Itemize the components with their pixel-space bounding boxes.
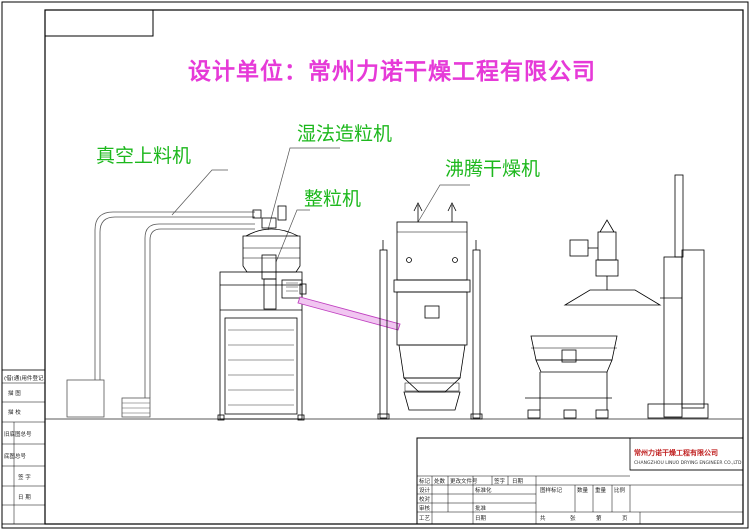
tb-weight: 重量 bbox=[595, 486, 607, 494]
vacuum-loader bbox=[66, 211, 255, 418]
side-row-base-no: 底图总号 bbox=[4, 452, 27, 460]
tb-stage-mark: 图样标记 bbox=[540, 486, 563, 494]
tb-page2: 页 bbox=[622, 515, 628, 522]
label-wet-granulator: 湿法造粒机 bbox=[297, 123, 392, 145]
side-registration-block: (借(通)用件登记 描 图 描 校 旧底图总号 底图总号 签 字 日 期 bbox=[1, 369, 46, 525]
transfer-duct bbox=[297, 296, 401, 331]
tb-std: 标准化 bbox=[475, 486, 492, 494]
label-fluid-bed-dryer: 沸腾干燥机 bbox=[445, 158, 540, 180]
label-vacuum-loader: 真空上料机 bbox=[96, 145, 191, 167]
title-block: 常州力诺干燥工程有限公司 CHANGZHOU LINUO DRYING ENGI… bbox=[416, 437, 744, 525]
tb-design: 设计 bbox=[419, 486, 431, 494]
side-row-trace-check: 描 校 bbox=[8, 408, 21, 416]
tb-process: 工艺 bbox=[419, 515, 431, 522]
tb-scale: 比例 bbox=[614, 486, 626, 494]
company-name-cn: 常州力诺干燥工程有限公司 bbox=[634, 448, 718, 457]
leader-vacuum-loader bbox=[171, 169, 228, 216]
tb-quantity: 数量 bbox=[577, 486, 589, 494]
fluid-bed-dryer bbox=[377, 202, 483, 420]
tb-page: 第 bbox=[596, 514, 602, 522]
leader-granulator bbox=[275, 209, 310, 263]
side-row-signature: 签 字 bbox=[18, 473, 31, 481]
tipper-mill bbox=[525, 174, 709, 419]
label-granulator: 整粒机 bbox=[304, 188, 361, 210]
tb-mark: 标记 bbox=[419, 477, 431, 485]
leader-dryer bbox=[417, 184, 470, 223]
tb-proofread: 校对 bbox=[419, 495, 431, 503]
tb-change-doc: 更改文件号 bbox=[450, 477, 478, 485]
tb-sheet: 张 bbox=[570, 514, 576, 522]
tb-sheet-total: 共 bbox=[540, 514, 546, 522]
company-name-en: CHANGZHOU LINUO DRYING ENGINEER CO.,LTD bbox=[634, 460, 742, 466]
tb-approve: 批准 bbox=[475, 504, 487, 512]
side-row-date: 日 期 bbox=[18, 494, 31, 501]
tb-date2: 日期 bbox=[475, 515, 487, 522]
tb-count: 处数 bbox=[434, 477, 446, 485]
side-row-registration: (借(通)用件登记 bbox=[4, 374, 44, 382]
side-row-trace: 描 图 bbox=[8, 389, 21, 397]
tb-review: 审核 bbox=[419, 504, 431, 512]
wet-granulator bbox=[217, 205, 307, 421]
side-row-old-base-no: 旧底图总号 bbox=[4, 430, 32, 438]
leader-wet-granulator bbox=[267, 147, 340, 231]
design-unit-title: 设计单位：常州力诺干燥工程有限公司 bbox=[188, 58, 596, 85]
tb-sign: 签字 bbox=[494, 477, 506, 485]
corner-box bbox=[44, 9, 154, 37]
tb-date: 日期 bbox=[512, 478, 524, 485]
inner-border bbox=[44, 9, 744, 525]
